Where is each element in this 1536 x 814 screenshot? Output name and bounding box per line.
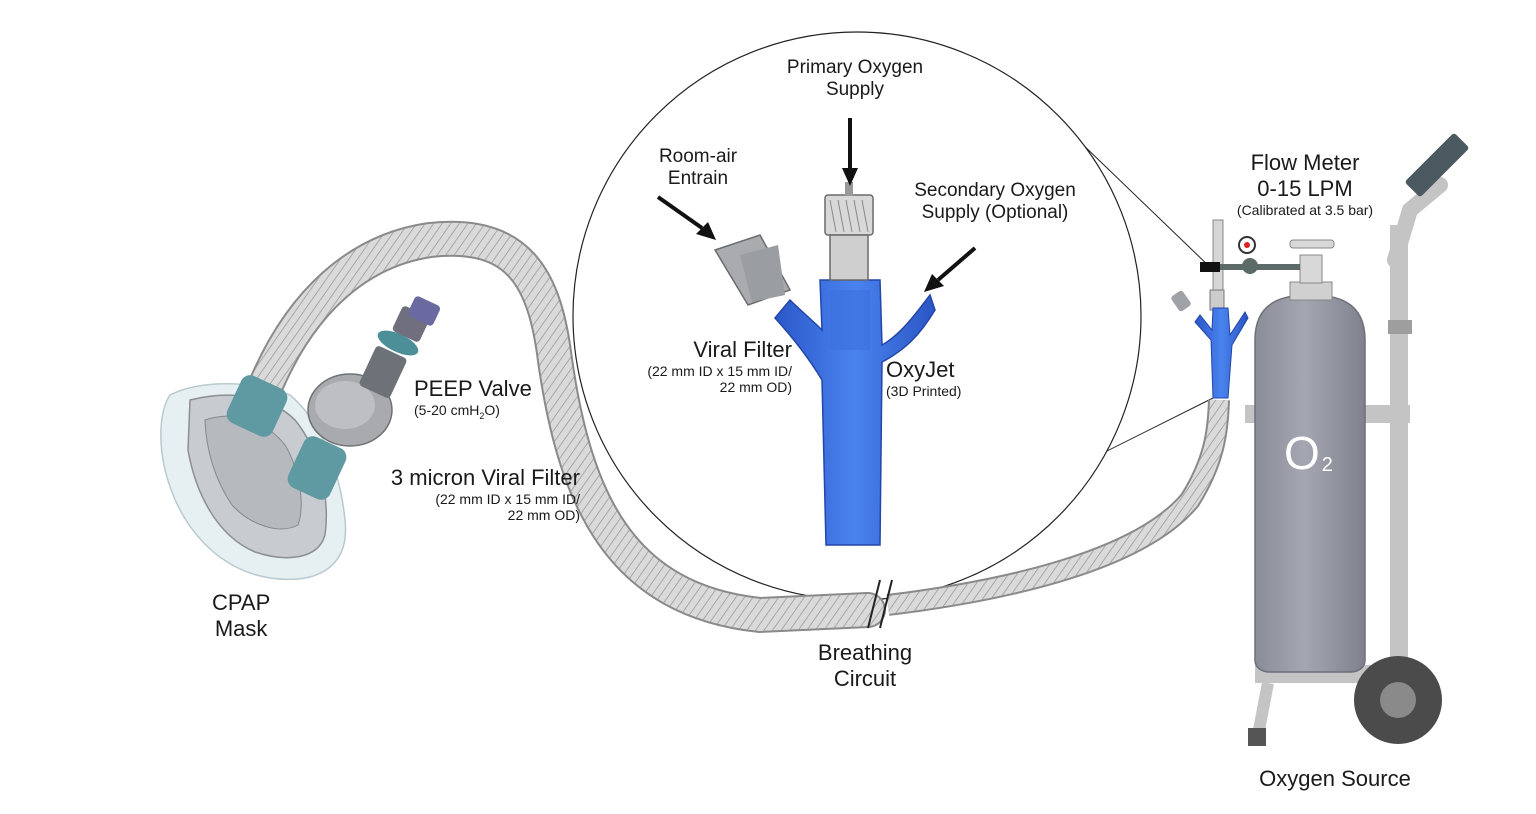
secondary-oxygen-label: Secondary Oxygen Supply (Optional) <box>890 180 1100 225</box>
cylinder-o2-subscript: 2 <box>1321 454 1333 476</box>
cpap-mask-label-line1: CPAP <box>212 590 271 615</box>
viral-filter-zoom-label: Viral Filter (22 mm ID x 15 mm ID/ 22 mm… <box>580 337 792 396</box>
flow-meter-note: (Calibrated at 3.5 bar) <box>1236 201 1374 218</box>
viral-filter-zoom-title: Viral Filter <box>693 337 792 362</box>
cpap-mask-label-line2: Mask <box>214 615 268 641</box>
flow-meter-device <box>1200 219 1300 311</box>
room-air-line2: Entrain <box>667 168 729 190</box>
peep-valve-title: PEEP Valve <box>414 376 532 401</box>
primary-oxygen-line2: Supply <box>825 79 885 101</box>
viral-filter-small-label: 3 micron Viral Filter (22 mm ID x 15 mm … <box>340 465 580 524</box>
cpap-mask <box>160 383 347 581</box>
peep-valve-device <box>359 296 441 398</box>
cylinder-o2-symbol: O <box>1284 427 1320 479</box>
secondary-oxygen-line2: Supply (Optional) <box>921 202 1069 224</box>
oxygen-source-label: Oxygen Source <box>1259 766 1411 791</box>
peep-valve-range: (5-20 cmH2O) <box>414 401 500 421</box>
flow-meter-label: Flow Meter 0-15 LPM (Calibrated at 3.5 b… <box>1210 150 1400 218</box>
breathing-circuit-line2: Circuit <box>833 665 897 691</box>
primary-oxygen-line1: Primary Oxygen <box>786 57 924 78</box>
secondary-oxygen-line1: Secondary Oxygen <box>914 180 1076 201</box>
flow-meter-range: 0-15 LPM <box>1257 175 1353 201</box>
oxyjet-zoom-device <box>713 182 936 546</box>
label-arrows <box>656 118 977 292</box>
cpap-mask-label: CPAP Mask <box>212 590 270 642</box>
oxygen-cylinder <box>1254 239 1366 673</box>
oxyjet-label: OxyJet (3D Printed) <box>886 357 961 399</box>
breathing-circuit-line1: Breathing <box>817 640 913 665</box>
viral-filter-zoom-spec2: 22 mm OD) <box>719 379 792 396</box>
room-air-label: Room-air Entrain <box>638 146 758 191</box>
breathing-circuit-hose <box>245 220 1230 634</box>
oxyjet-title: OxyJet <box>886 357 955 382</box>
room-air-line1: Room-air <box>658 146 738 167</box>
peep-valve-label: PEEP Valve (5-20 cmH2O) <box>414 376 532 421</box>
oxyjet-note: (3D Printed) <box>886 382 962 399</box>
viral-filter-small-spec1: (22 mm ID x 15 mm ID/ <box>435 490 580 507</box>
breathing-circuit-label: Breathing Circuit <box>790 640 940 692</box>
viral-filter-small-title: 3 micron Viral Filter <box>390 465 580 490</box>
hose-break-mark <box>867 579 881 629</box>
primary-oxygen-label: Primary Oxygen Supply <box>760 57 950 102</box>
oxyjet-small-device <box>1171 290 1249 399</box>
viral-filter-zoom-spec1: (22 mm ID x 15 mm ID/ <box>647 362 792 379</box>
flow-meter-title: Flow Meter <box>1250 150 1360 175</box>
mask-connectors <box>226 375 347 500</box>
viral-filter-small-spec2: 22 mm OD) <box>507 507 580 524</box>
viral-filter-device <box>307 373 393 447</box>
